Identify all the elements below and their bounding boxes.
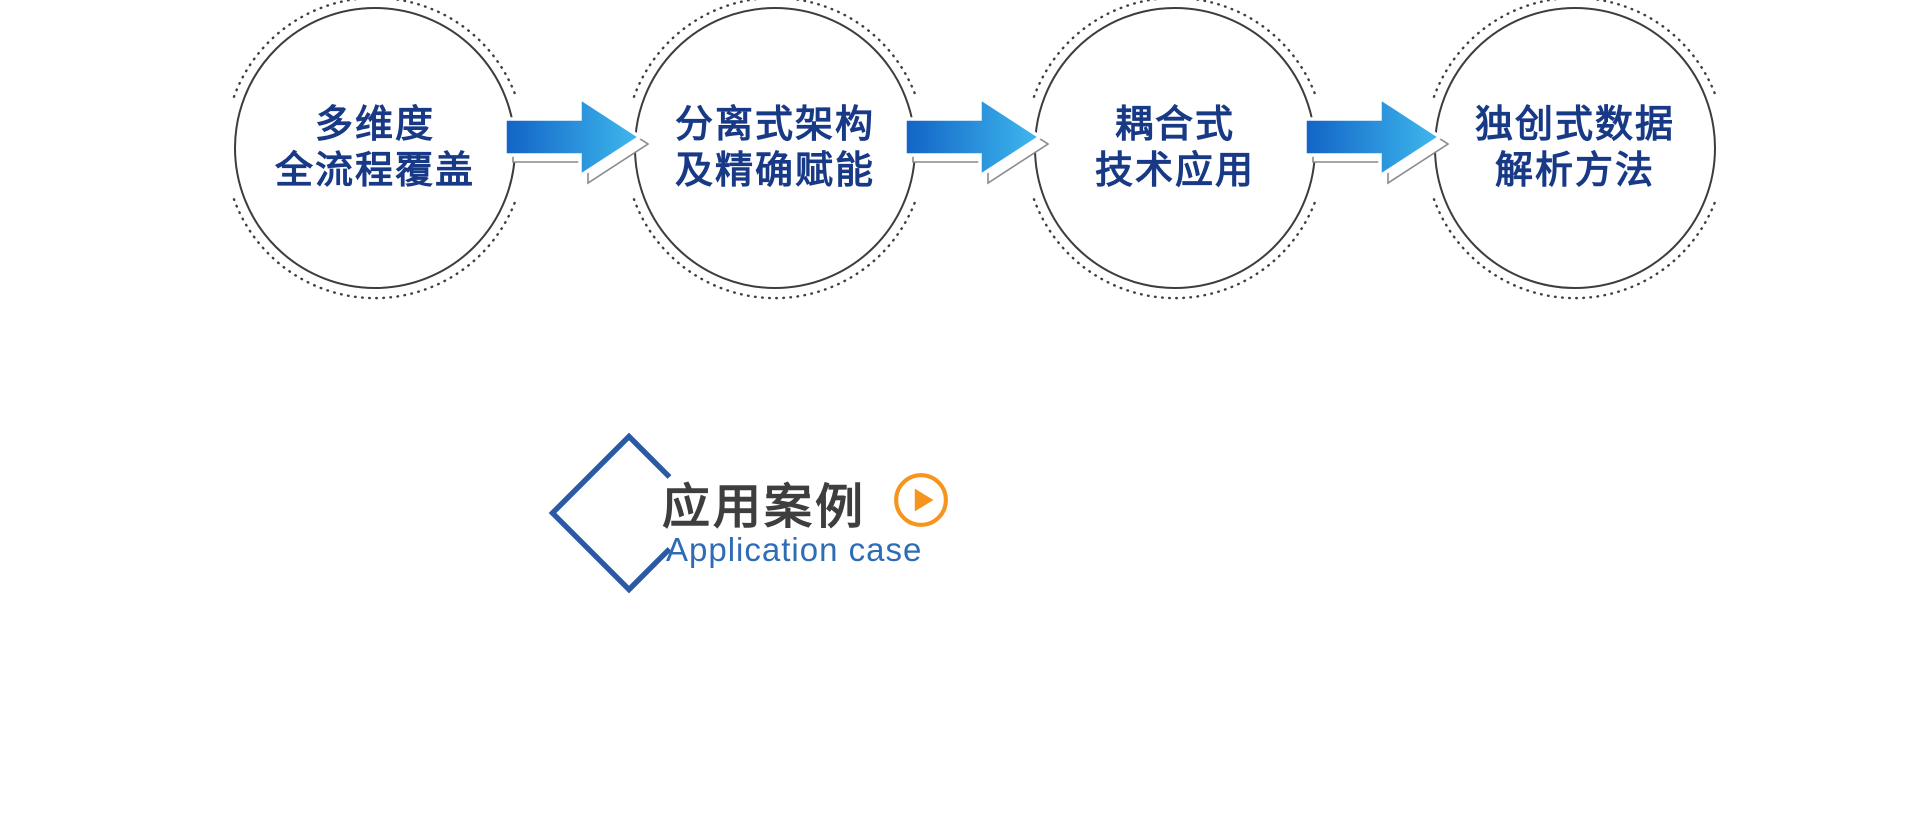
process-step-3: 耦合式 技术应用 — [1015, 0, 1335, 308]
circle-dotted-arc-top — [632, 0, 918, 98]
circle-dotted-arc-top — [1432, 0, 1718, 98]
section-title: 应用案例 — [662, 481, 867, 534]
flow-arrow-svg — [903, 94, 1050, 185]
process-step-4: 独创式数据 解析方法 — [1415, 0, 1735, 308]
step-label-line: 技术应用 — [1094, 150, 1255, 192]
step-label-line: 解析方法 — [1494, 150, 1655, 192]
diamond-outline — [548, 432, 672, 594]
process-step-1: 多维度 全流程覆盖 — [215, 0, 535, 308]
flow-arrow-icon — [1300, 90, 1450, 190]
circle-dotted-arc-bottom — [1432, 198, 1718, 300]
step-label: 多维度 全流程覆盖 — [215, 0, 535, 308]
section-header: 应用案例 Application case — [540, 425, 980, 635]
flow-arrow-svg — [503, 94, 650, 185]
circle-dotted-arc-bottom — [632, 198, 918, 300]
flow-arrow-svg — [1303, 94, 1450, 185]
flow-arrow-icon — [500, 90, 650, 190]
circle-dotted-arc-top — [232, 0, 518, 98]
step-label-line: 多维度 — [314, 103, 435, 146]
arrow-fill-shape — [903, 94, 1044, 180]
section-subtitle: Application case — [666, 531, 923, 568]
arrow-fill-shape — [1303, 94, 1444, 180]
play-icon[interactable] — [892, 471, 950, 529]
diamond-accent-icon — [548, 432, 672, 594]
circle-dotted-arc-top — [1032, 0, 1318, 98]
circle-dotted-arc-bottom — [1032, 198, 1318, 300]
step-label-line: 耦合式 — [1114, 103, 1235, 146]
circle-dotted-arc-bottom — [232, 198, 518, 300]
step-label-line: 独创式数据 — [1474, 103, 1675, 146]
step-label: 分离式架构 及精确赋能 — [615, 0, 935, 308]
step-label-line: 分离式架构 — [674, 103, 875, 146]
play-triangle — [914, 488, 934, 512]
process-step-2: 分离式架构 及精确赋能 — [615, 0, 935, 308]
step-label-line: 全流程覆盖 — [274, 150, 475, 192]
step-label-line: 及精确赋能 — [674, 150, 875, 192]
flow-arrow-icon — [900, 90, 1050, 190]
arrow-fill-shape — [503, 94, 644, 180]
step-label: 独创式数据 解析方法 — [1415, 0, 1735, 308]
step-label: 耦合式 技术应用 — [1015, 0, 1335, 308]
